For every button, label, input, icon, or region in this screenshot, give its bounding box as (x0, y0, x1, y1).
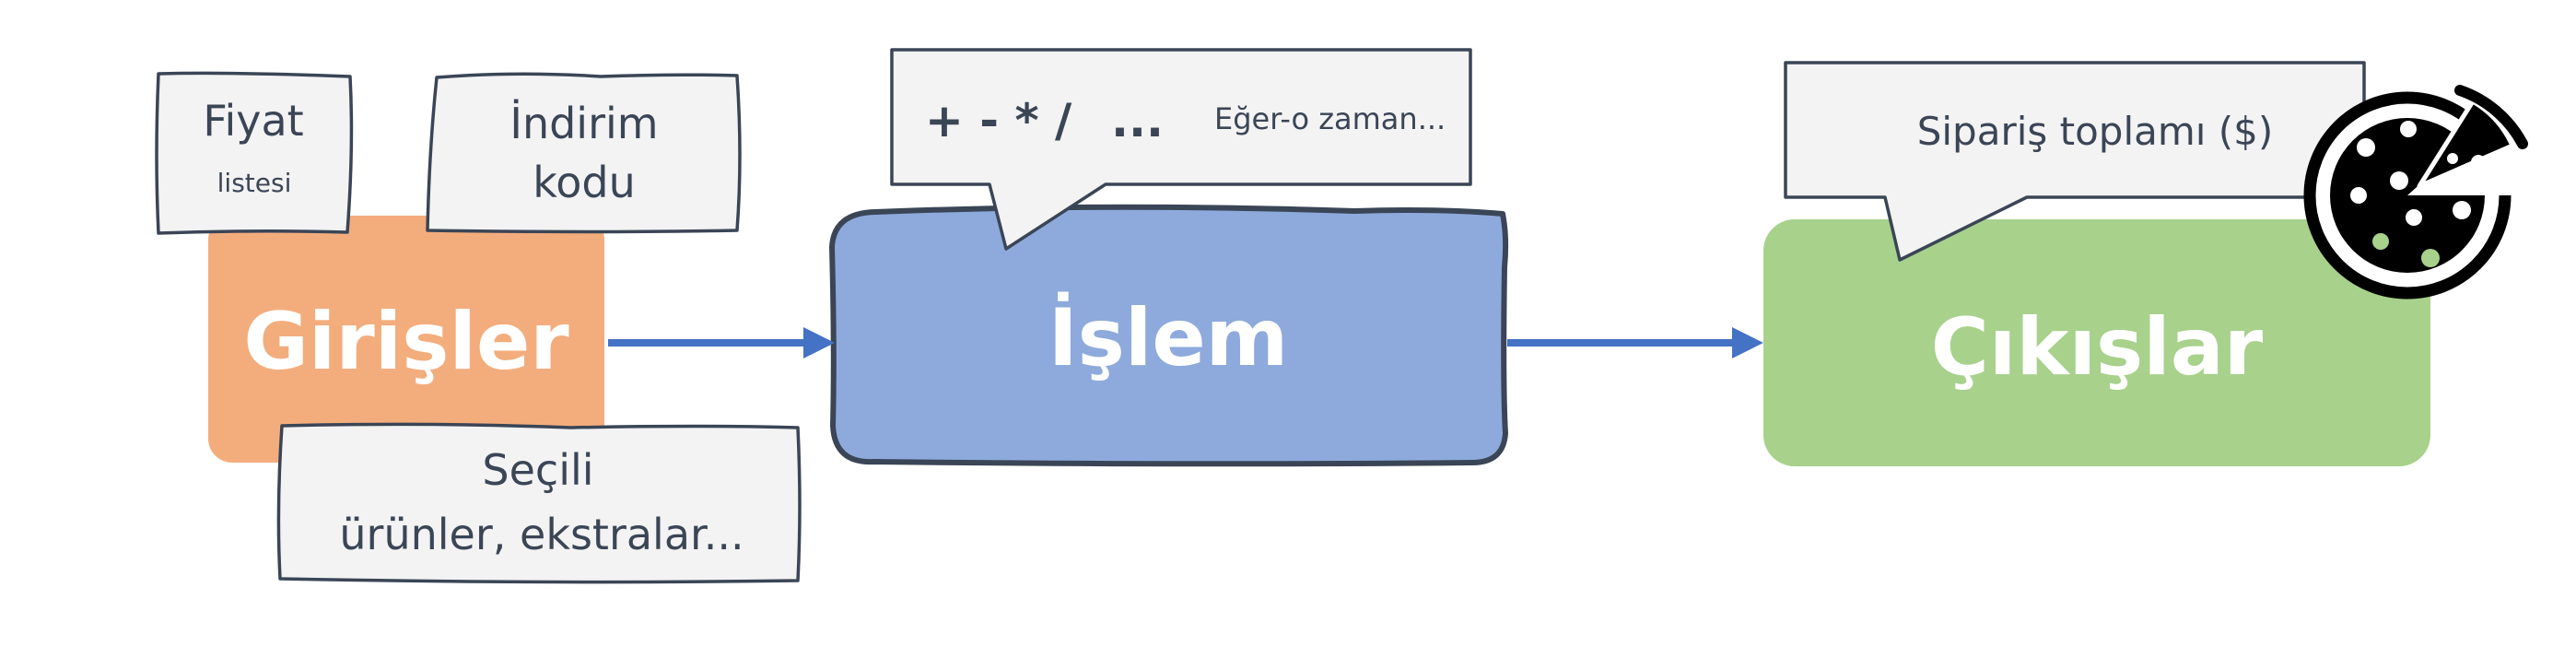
pizza-icon (2303, 85, 2528, 300)
price-list-note: Fiyat listesi (155, 71, 354, 235)
operations-conditional: Eğer-o zaman... (1214, 101, 1446, 136)
discount-code-note-line2: kodu (533, 158, 636, 207)
arrow-inputs-to-process (608, 327, 835, 358)
order-total-bubble: Sipariş toplamı ($) (1784, 61, 2366, 262)
process-stage-box (829, 204, 1509, 467)
discount-code-note: İndirim kodu (426, 72, 742, 234)
inputs-stage-label: Girişler (243, 296, 569, 388)
inputs-stage-box (208, 216, 604, 463)
process-stage-label: İşlem (1048, 291, 1289, 384)
operations-bubble: + - * / ... Eğer-o zaman... (890, 48, 1472, 251)
arrow-process-to-outputs (1507, 327, 1763, 358)
selected-items-note-line2: ürünler, ekstralar... (339, 510, 744, 559)
outputs-stage-box (1763, 219, 2430, 466)
order-total-text: Sipariş toplamı ($) (1917, 109, 2274, 154)
selected-items-note-line1: Seçili (482, 445, 593, 495)
selected-items-note: Seçili ürünler, ekstralar... (276, 422, 802, 584)
price-list-note-title: Fiyat (203, 96, 303, 146)
discount-code-note-line1: İndirim (509, 99, 658, 148)
price-list-note-subtitle: listesi (217, 168, 292, 198)
operations-symbols: + - * / (925, 94, 1072, 147)
outputs-stage-label: Çıkışlar (1931, 301, 2264, 394)
operations-ellipsis: ... (1111, 94, 1164, 147)
